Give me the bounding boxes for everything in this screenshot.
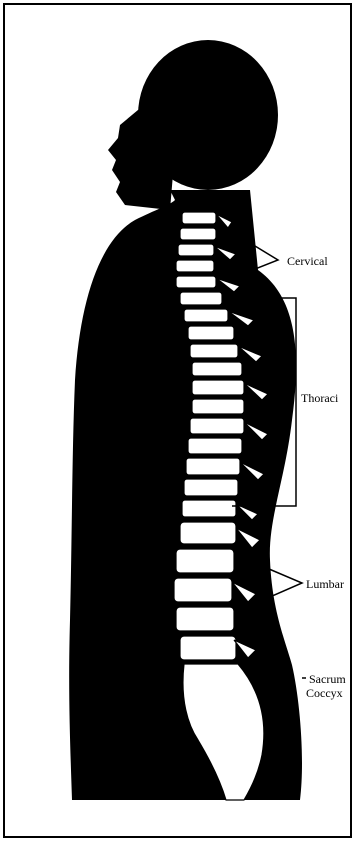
- label-sacrum: Sacrum: [309, 672, 346, 686]
- label-cervical: Cervical: [287, 254, 328, 268]
- label-coccyx: Coccyx: [306, 686, 343, 700]
- label-thoraci: Thoraci: [301, 391, 338, 405]
- label-lumbar: Lumbar: [306, 577, 344, 591]
